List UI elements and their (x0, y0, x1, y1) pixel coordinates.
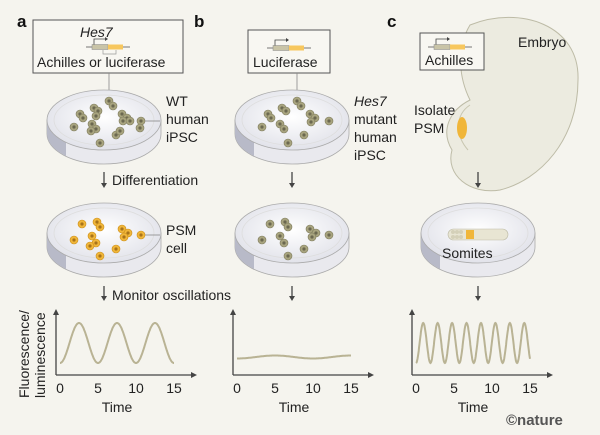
y-arrow-icon (230, 309, 236, 315)
plot-axes (55, 312, 194, 376)
x-tick-label: 15 (166, 380, 182, 396)
x-arrow-icon (547, 372, 553, 378)
gene-label: Hes7 (80, 24, 114, 40)
y-axis-label-line1: Fluorescence/ (16, 310, 32, 398)
signal-curve (415, 321, 531, 365)
signal-curve (237, 354, 351, 360)
x-tick-label: 5 (94, 380, 102, 396)
psm-explant (447, 228, 509, 241)
x-axis-label: Time (458, 399, 489, 415)
x-tick-label: 5 (271, 380, 279, 396)
reporter-label-c: Achilles (425, 52, 473, 68)
cell-type-a-line3: iPSC (166, 129, 198, 145)
x-tick-label: 0 (56, 380, 64, 396)
x-axis-label: Time (102, 399, 133, 415)
cell-type-b-line4: iPSC (354, 147, 386, 163)
x-tick-label: 15 (343, 380, 359, 396)
panel-label-a: a (17, 12, 27, 31)
dish-psm-a (46, 202, 162, 278)
plot-axes (232, 312, 371, 376)
signal-curve (59, 322, 175, 364)
panel-label-c: c (387, 12, 396, 31)
x-tick-label: 5 (450, 380, 458, 396)
cell-type-a-line2: human (166, 111, 209, 127)
x-arrow-icon (191, 372, 197, 378)
x-tick-label: 0 (412, 380, 420, 396)
x-axis-label: Time (279, 399, 310, 415)
somites-label: Somites (442, 245, 493, 261)
isolate-line2: PSM (414, 120, 444, 136)
plot-axes (411, 312, 550, 376)
y-arrow-icon (409, 309, 415, 315)
x-tick-label: 15 (522, 380, 538, 396)
dish-ipsc-b (234, 89, 350, 165)
cell-type-b-line3: human (354, 129, 397, 145)
cell-type-b-line1: Hes7 (354, 93, 388, 109)
reporter-label-b: Luciferase (253, 54, 318, 70)
y-axis-label-line2: luminescence (32, 312, 48, 398)
result-cell-line2: cell (166, 240, 187, 256)
cell-type-b-line2: mutant (354, 111, 397, 127)
result-cell-line1: PSM (166, 222, 196, 238)
embryo-label: Embryo (518, 34, 566, 50)
y-arrow-icon (53, 309, 59, 315)
x-arrow-icon (368, 372, 374, 378)
cell-type-a-line1: WT (166, 93, 188, 109)
x-tick-label: 0 (233, 380, 241, 396)
psm-region (457, 117, 467, 139)
reporter-box-c (419, 32, 485, 71)
panel-label-b: b (194, 12, 204, 31)
x-tick-label: 10 (305, 380, 321, 396)
step-differentiation: Differentiation (112, 172, 198, 188)
nature-credit: ©nature (506, 412, 563, 429)
reporter-label-a: Achilles or luciferase (37, 54, 166, 70)
dish-psm-b (234, 202, 350, 278)
reporter-box-b (247, 29, 331, 74)
step-monitor-oscillations: Monitor oscillations (112, 287, 231, 303)
x-tick-label: 10 (484, 380, 500, 396)
isolate-line1: Isolate (414, 102, 455, 118)
x-tick-label: 10 (128, 380, 144, 396)
